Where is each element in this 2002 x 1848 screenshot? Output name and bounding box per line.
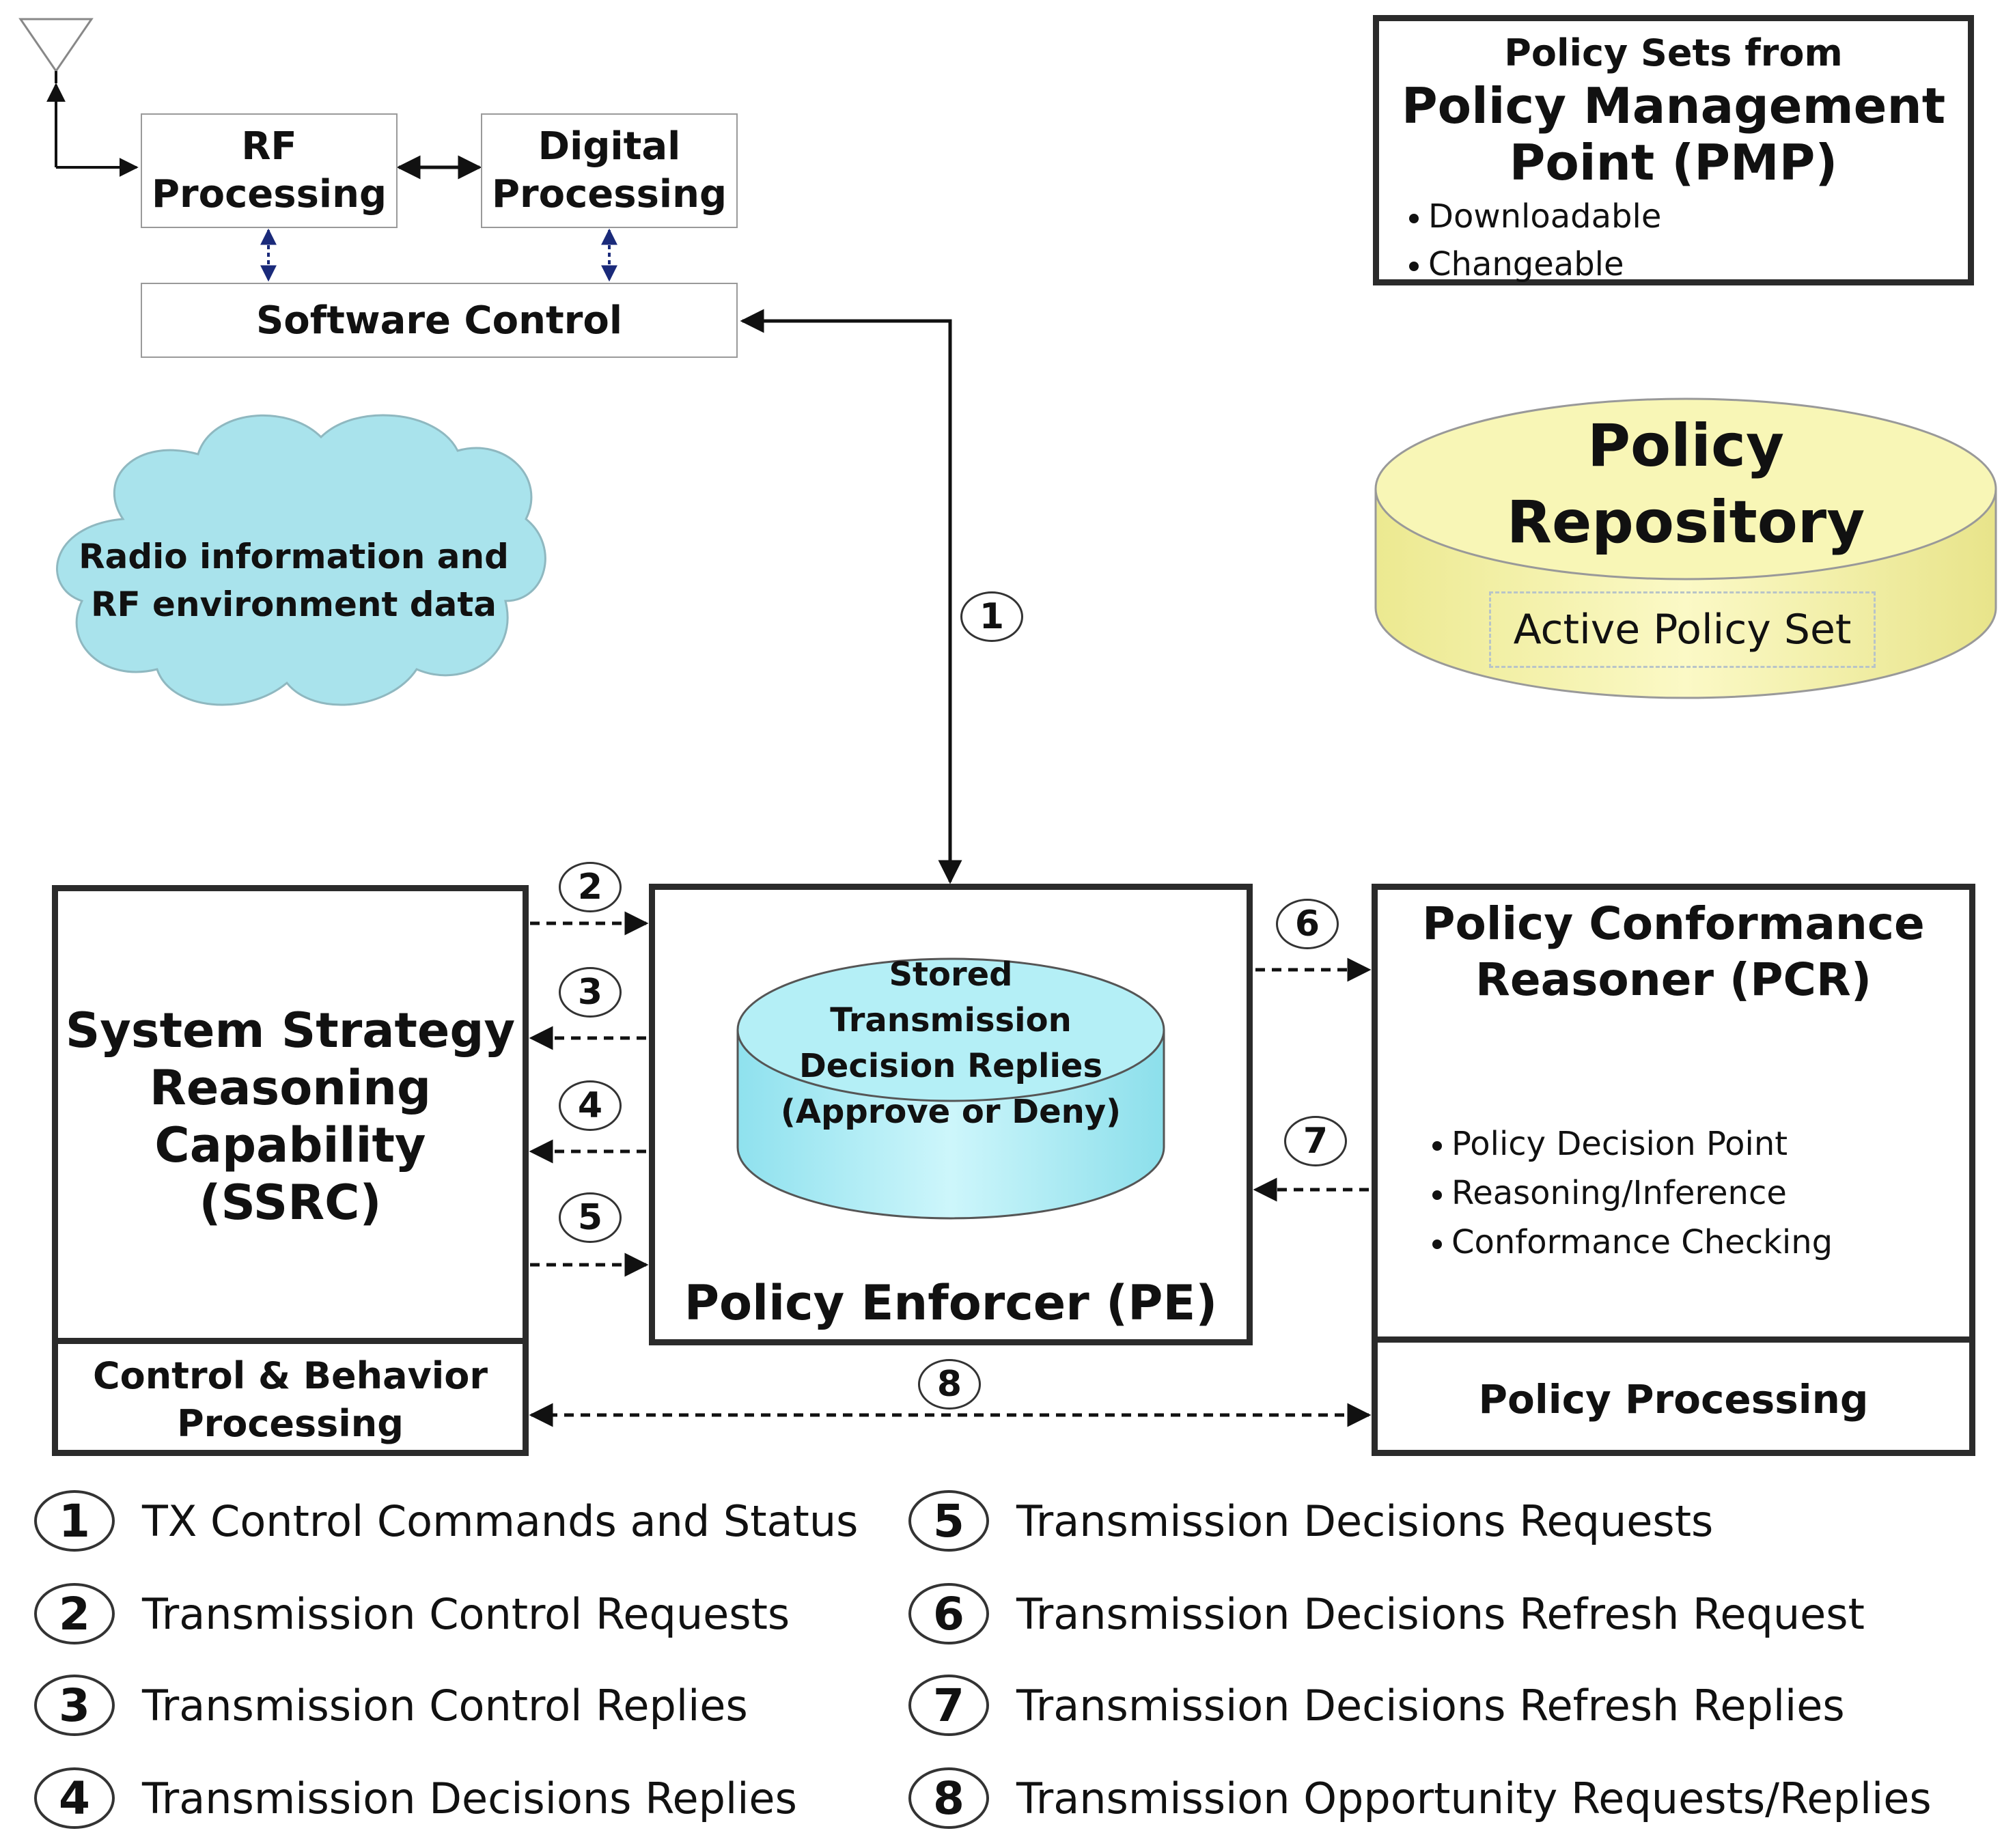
pe-stored-label: Stored Transmission Decision Replies (Ap… — [780, 955, 1122, 1132]
flow-number-4: 4 — [559, 1080, 622, 1131]
legend-item-4: 4 Transmission Decisions Replies — [34, 1767, 797, 1829]
pmp-bullet-text: Downloadable — [1428, 197, 1662, 236]
bullet-icon — [1432, 1240, 1442, 1249]
legend-item-1: 1 TX Control Commands and Status — [34, 1490, 858, 1552]
legend-text: Transmission Decisions Refresh Replies — [1016, 1680, 1845, 1731]
bullet-icon — [1432, 1141, 1442, 1151]
flow-number-6: 6 — [1276, 899, 1339, 949]
pcr-bullet-3: Conformance Checking — [1432, 1219, 1833, 1267]
pcr-processing-block: Policy Processing — [1372, 1336, 1975, 1456]
pmp-bullet-text: Changeable — [1428, 245, 1624, 283]
flow-number-5: 5 — [559, 1192, 622, 1243]
legend-number: 8 — [908, 1767, 989, 1829]
legend-number: 1 — [34, 1490, 115, 1552]
repository-title: Policy Repository — [1506, 412, 1865, 557]
legend-number: 6 — [908, 1583, 989, 1644]
legend-number: 2 — [34, 1583, 115, 1644]
pmp-bullet-2: Changeable — [1409, 241, 1624, 289]
legend-number: 7 — [908, 1675, 989, 1736]
pmp-line1: Policy Sets from — [1504, 31, 1843, 74]
rf-processing-block: RF Processing — [141, 113, 398, 228]
legend-item-3: 3 Transmission Control Replies — [34, 1675, 748, 1736]
legend-number: 4 — [34, 1767, 115, 1829]
digital-processing-block: Digital Processing — [481, 113, 738, 228]
flow-number-2: 2 — [559, 862, 622, 912]
flow-number-7: 7 — [1284, 1116, 1347, 1166]
legend-item-7: 7 Transmission Decisions Refresh Replies — [908, 1675, 1845, 1736]
ssrc-box: System Strategy Reasoning Capability (SS… — [52, 885, 529, 1456]
legend-number: 5 — [908, 1490, 989, 1552]
flow-number-3: 3 — [559, 967, 622, 1018]
pcr-bullet-2: Reasoning/Inference — [1432, 1170, 1787, 1218]
legend-text: Transmission Control Replies — [142, 1680, 748, 1731]
legend-item-2: 2 Transmission Control Requests — [34, 1583, 790, 1644]
pcr-bullet-text: Reasoning/Inference — [1451, 1174, 1787, 1212]
legend-text: Transmission Decisions Requests — [1016, 1496, 1714, 1546]
pcr-title: Policy Conformance Reasoner (PCR) — [1422, 897, 1925, 1007]
bullet-icon — [1409, 214, 1419, 223]
legend-text: TX Control Commands and Status — [142, 1496, 859, 1546]
legend-text: Transmission Decisions Refresh Request — [1016, 1588, 1865, 1639]
legend-number: 3 — [34, 1675, 115, 1736]
legend-item-5: 5 Transmission Decisions Requests — [908, 1490, 1713, 1552]
software-control-block: Software Control — [141, 283, 738, 358]
active-policy-set: Active Policy Set — [1489, 591, 1876, 668]
pcr-box: Policy Conformance Reasoner (PCR) Policy… — [1372, 884, 1975, 1456]
flow-1-arrow — [740, 309, 962, 884]
legend-item-8: 8 Transmission Opportunity Requests/Repl… — [908, 1767, 1932, 1829]
stored-replies-cylinder — [736, 957, 1165, 1220]
ssrc-control-block: Control & Behavior Processing — [52, 1338, 529, 1456]
pcr-bullet-text: Policy Decision Point — [1451, 1125, 1788, 1163]
pcr-bullet-1: Policy Decision Point — [1432, 1121, 1788, 1168]
flow-number-1: 1 — [960, 591, 1023, 642]
legend-item-6: 6 Transmission Decisions Refresh Request — [908, 1583, 1865, 1644]
bullet-icon — [1432, 1190, 1442, 1200]
legend-text: Transmission Decisions Replies — [142, 1773, 797, 1823]
cloud-shape — [56, 414, 546, 706]
antenna-icon — [18, 18, 139, 177]
legend-text: Transmission Control Requests — [142, 1588, 790, 1639]
cloud-label: Radio information and RF environment dat… — [79, 537, 509, 624]
bullet-icon — [1409, 262, 1419, 271]
ssrc-title: System Strategy Reasoning Capability (SS… — [65, 1003, 516, 1231]
pmp-title: Policy Management Point (PMP) — [1401, 77, 1946, 191]
pmp-box: Policy Sets from Policy Management Point… — [1373, 15, 1974, 285]
pe-box: Stored Transmission Decision Replies (Ap… — [649, 884, 1253, 1345]
legend-text: Transmission Opportunity Requests/Replie… — [1016, 1773, 1932, 1823]
pe-title: Policy Enforcer (PE) — [684, 1275, 1218, 1331]
pmp-bullet-1: Downloadable — [1409, 193, 1661, 241]
pcr-bullet-text: Conformance Checking — [1451, 1223, 1833, 1261]
flow-number-8: 8 — [918, 1359, 981, 1410]
